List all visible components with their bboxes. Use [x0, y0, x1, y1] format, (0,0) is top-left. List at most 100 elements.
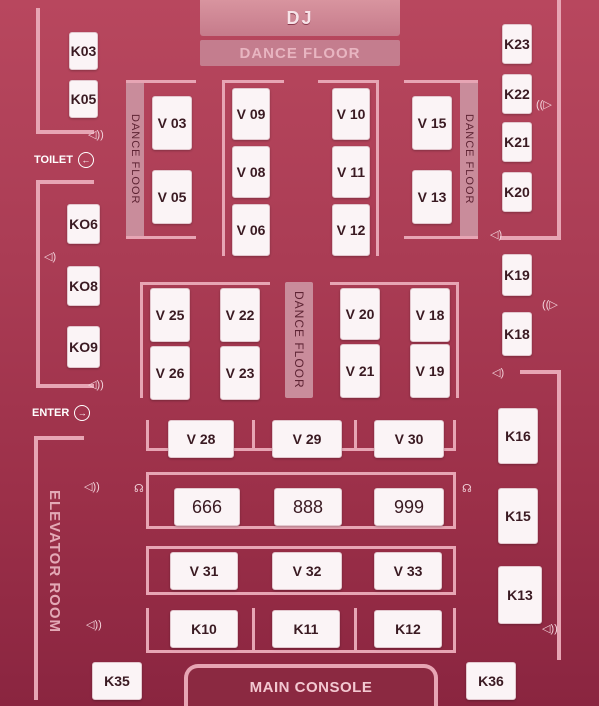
upper-mid-left-frame: [222, 80, 225, 256]
seat-v03[interactable]: V 03: [152, 96, 192, 150]
row-666-left: [146, 472, 149, 529]
seat-v33[interactable]: V 33: [374, 552, 442, 590]
seat-v09[interactable]: V 09: [232, 88, 270, 140]
seat-v11[interactable]: V 11: [332, 146, 370, 198]
seat-k15[interactable]: K15: [498, 488, 538, 544]
left-wall-top-base: [36, 130, 94, 134]
elevator-room-wall-top: [34, 436, 84, 440]
seat-v08[interactable]: V 08: [232, 146, 270, 198]
speaker-icon: ◁)): [86, 619, 102, 631]
speaker-icon: ◁)): [88, 379, 104, 391]
seat-v21[interactable]: V 21: [340, 344, 380, 398]
seat-k22[interactable]: K22: [502, 74, 532, 114]
seat-k13[interactable]: K13: [498, 566, 542, 624]
seat-999[interactable]: 999: [374, 488, 444, 526]
center-dance-floor: DANCE FLOOR: [285, 282, 313, 398]
row-666-top: [146, 472, 456, 475]
right-wall-mid-top: [520, 370, 561, 374]
row-k10-bottom: [146, 650, 456, 653]
dj-booth: DJ: [200, 0, 400, 36]
upper-right-block-bottom: [404, 236, 478, 239]
speaker-icon: ◁): [490, 229, 503, 241]
row-v31-top: [146, 546, 456, 549]
seat-k21[interactable]: K21: [502, 122, 532, 162]
right-dance-floor-label: DANCE FLOOR: [463, 113, 475, 205]
seat-v19[interactable]: V 19: [410, 344, 450, 398]
seat-k10[interactable]: K10: [170, 610, 238, 648]
seat-k12[interactable]: K12: [374, 610, 442, 648]
main-console: MAIN CONSOLE: [184, 664, 438, 706]
seat-k08[interactable]: KO8: [67, 266, 100, 306]
enter-entrance[interactable]: ENTER →: [32, 405, 91, 421]
seat-v22[interactable]: V 22: [220, 288, 260, 342]
upper-left-block-top: [126, 80, 196, 83]
row-666-right: [453, 472, 456, 529]
elevator-room-wall-left: [34, 436, 38, 700]
toilet-exit[interactable]: TOILET ←: [34, 152, 94, 168]
right-wall-top: [557, 0, 561, 240]
right-arrow-icon: →: [74, 405, 91, 421]
seat-v32[interactable]: V 32: [272, 552, 342, 590]
upper-mid-right-frame-top: [318, 80, 379, 83]
row-v28-right: [453, 420, 456, 451]
left-wall-mid-top: [36, 180, 94, 184]
row-v31-right: [453, 546, 456, 595]
speaker-icon: ◁): [492, 367, 505, 379]
seat-k11[interactable]: K11: [272, 610, 340, 648]
row-k10-left: [146, 608, 149, 653]
left-arrow-icon: ←: [77, 152, 94, 168]
seat-k09[interactable]: KO9: [67, 326, 100, 368]
upper-right-block-top: [404, 80, 478, 83]
seat-v15[interactable]: V 15: [412, 96, 452, 150]
speaker-icon: ◁)): [88, 129, 104, 141]
seat-k23[interactable]: K23: [502, 24, 532, 64]
main-console-label: MAIN CONSOLE: [249, 678, 373, 696]
seat-v13[interactable]: V 13: [412, 170, 452, 224]
row-v28-left: [146, 420, 149, 451]
seat-k16[interactable]: K16: [498, 408, 538, 464]
seat-v05[interactable]: V 05: [152, 170, 192, 224]
speaker-icon: ☊: [462, 483, 472, 495]
speaker-icon: ((▷: [536, 99, 552, 111]
seat-v31[interactable]: V 31: [170, 552, 238, 590]
middle-right-frame: [456, 282, 459, 398]
speaker-icon: ◁)): [542, 623, 558, 635]
seat-v18[interactable]: V 18: [410, 288, 450, 342]
seat-k35[interactable]: K35: [92, 662, 142, 700]
seat-v29[interactable]: V 29: [272, 420, 342, 458]
seat-k03[interactable]: K03: [69, 32, 98, 70]
seat-v25[interactable]: V 25: [150, 288, 190, 342]
seat-v23[interactable]: V 23: [220, 346, 260, 400]
row-666-bottom: [146, 526, 456, 529]
seat-k19[interactable]: K19: [502, 254, 532, 296]
seat-k20[interactable]: K20: [502, 172, 532, 212]
elevator-room-label: ELEVATOR ROOM: [46, 490, 63, 634]
dj-label: DJ: [286, 7, 314, 28]
top-dance-floor-label: DANCE FLOOR: [239, 44, 361, 62]
seat-k36[interactable]: K36: [466, 662, 516, 700]
seat-k06[interactable]: KO6: [67, 204, 100, 244]
seat-k18[interactable]: K18: [502, 312, 532, 356]
seat-v06[interactable]: V 06: [232, 204, 270, 256]
seat-k05[interactable]: K05: [69, 80, 98, 118]
row-v28-divider-b: [354, 420, 357, 451]
seat-666[interactable]: 666: [174, 488, 240, 526]
right-wall-top-base: [500, 236, 561, 240]
seat-v28[interactable]: V 28: [168, 420, 234, 458]
row-v31-bottom: [146, 592, 456, 595]
middle-right-frame-top: [330, 282, 459, 285]
seat-v30[interactable]: V 30: [374, 420, 444, 458]
right-dance-floor: DANCE FLOOR: [460, 80, 478, 238]
speaker-icon: ◁): [44, 251, 57, 263]
left-dance-floor: DANCE FLOOR: [126, 80, 144, 238]
speaker-icon: ((▷: [542, 299, 558, 311]
seat-v10[interactable]: V 10: [332, 88, 370, 140]
seat-v12[interactable]: V 12: [332, 204, 370, 256]
seat-888[interactable]: 888: [274, 488, 342, 526]
seat-v20[interactable]: V 20: [340, 288, 380, 340]
seat-v26[interactable]: V 26: [150, 346, 190, 400]
speaker-icon: ☊: [134, 483, 144, 495]
toilet-label: TOILET: [34, 154, 73, 166]
enter-label: ENTER: [32, 407, 70, 419]
